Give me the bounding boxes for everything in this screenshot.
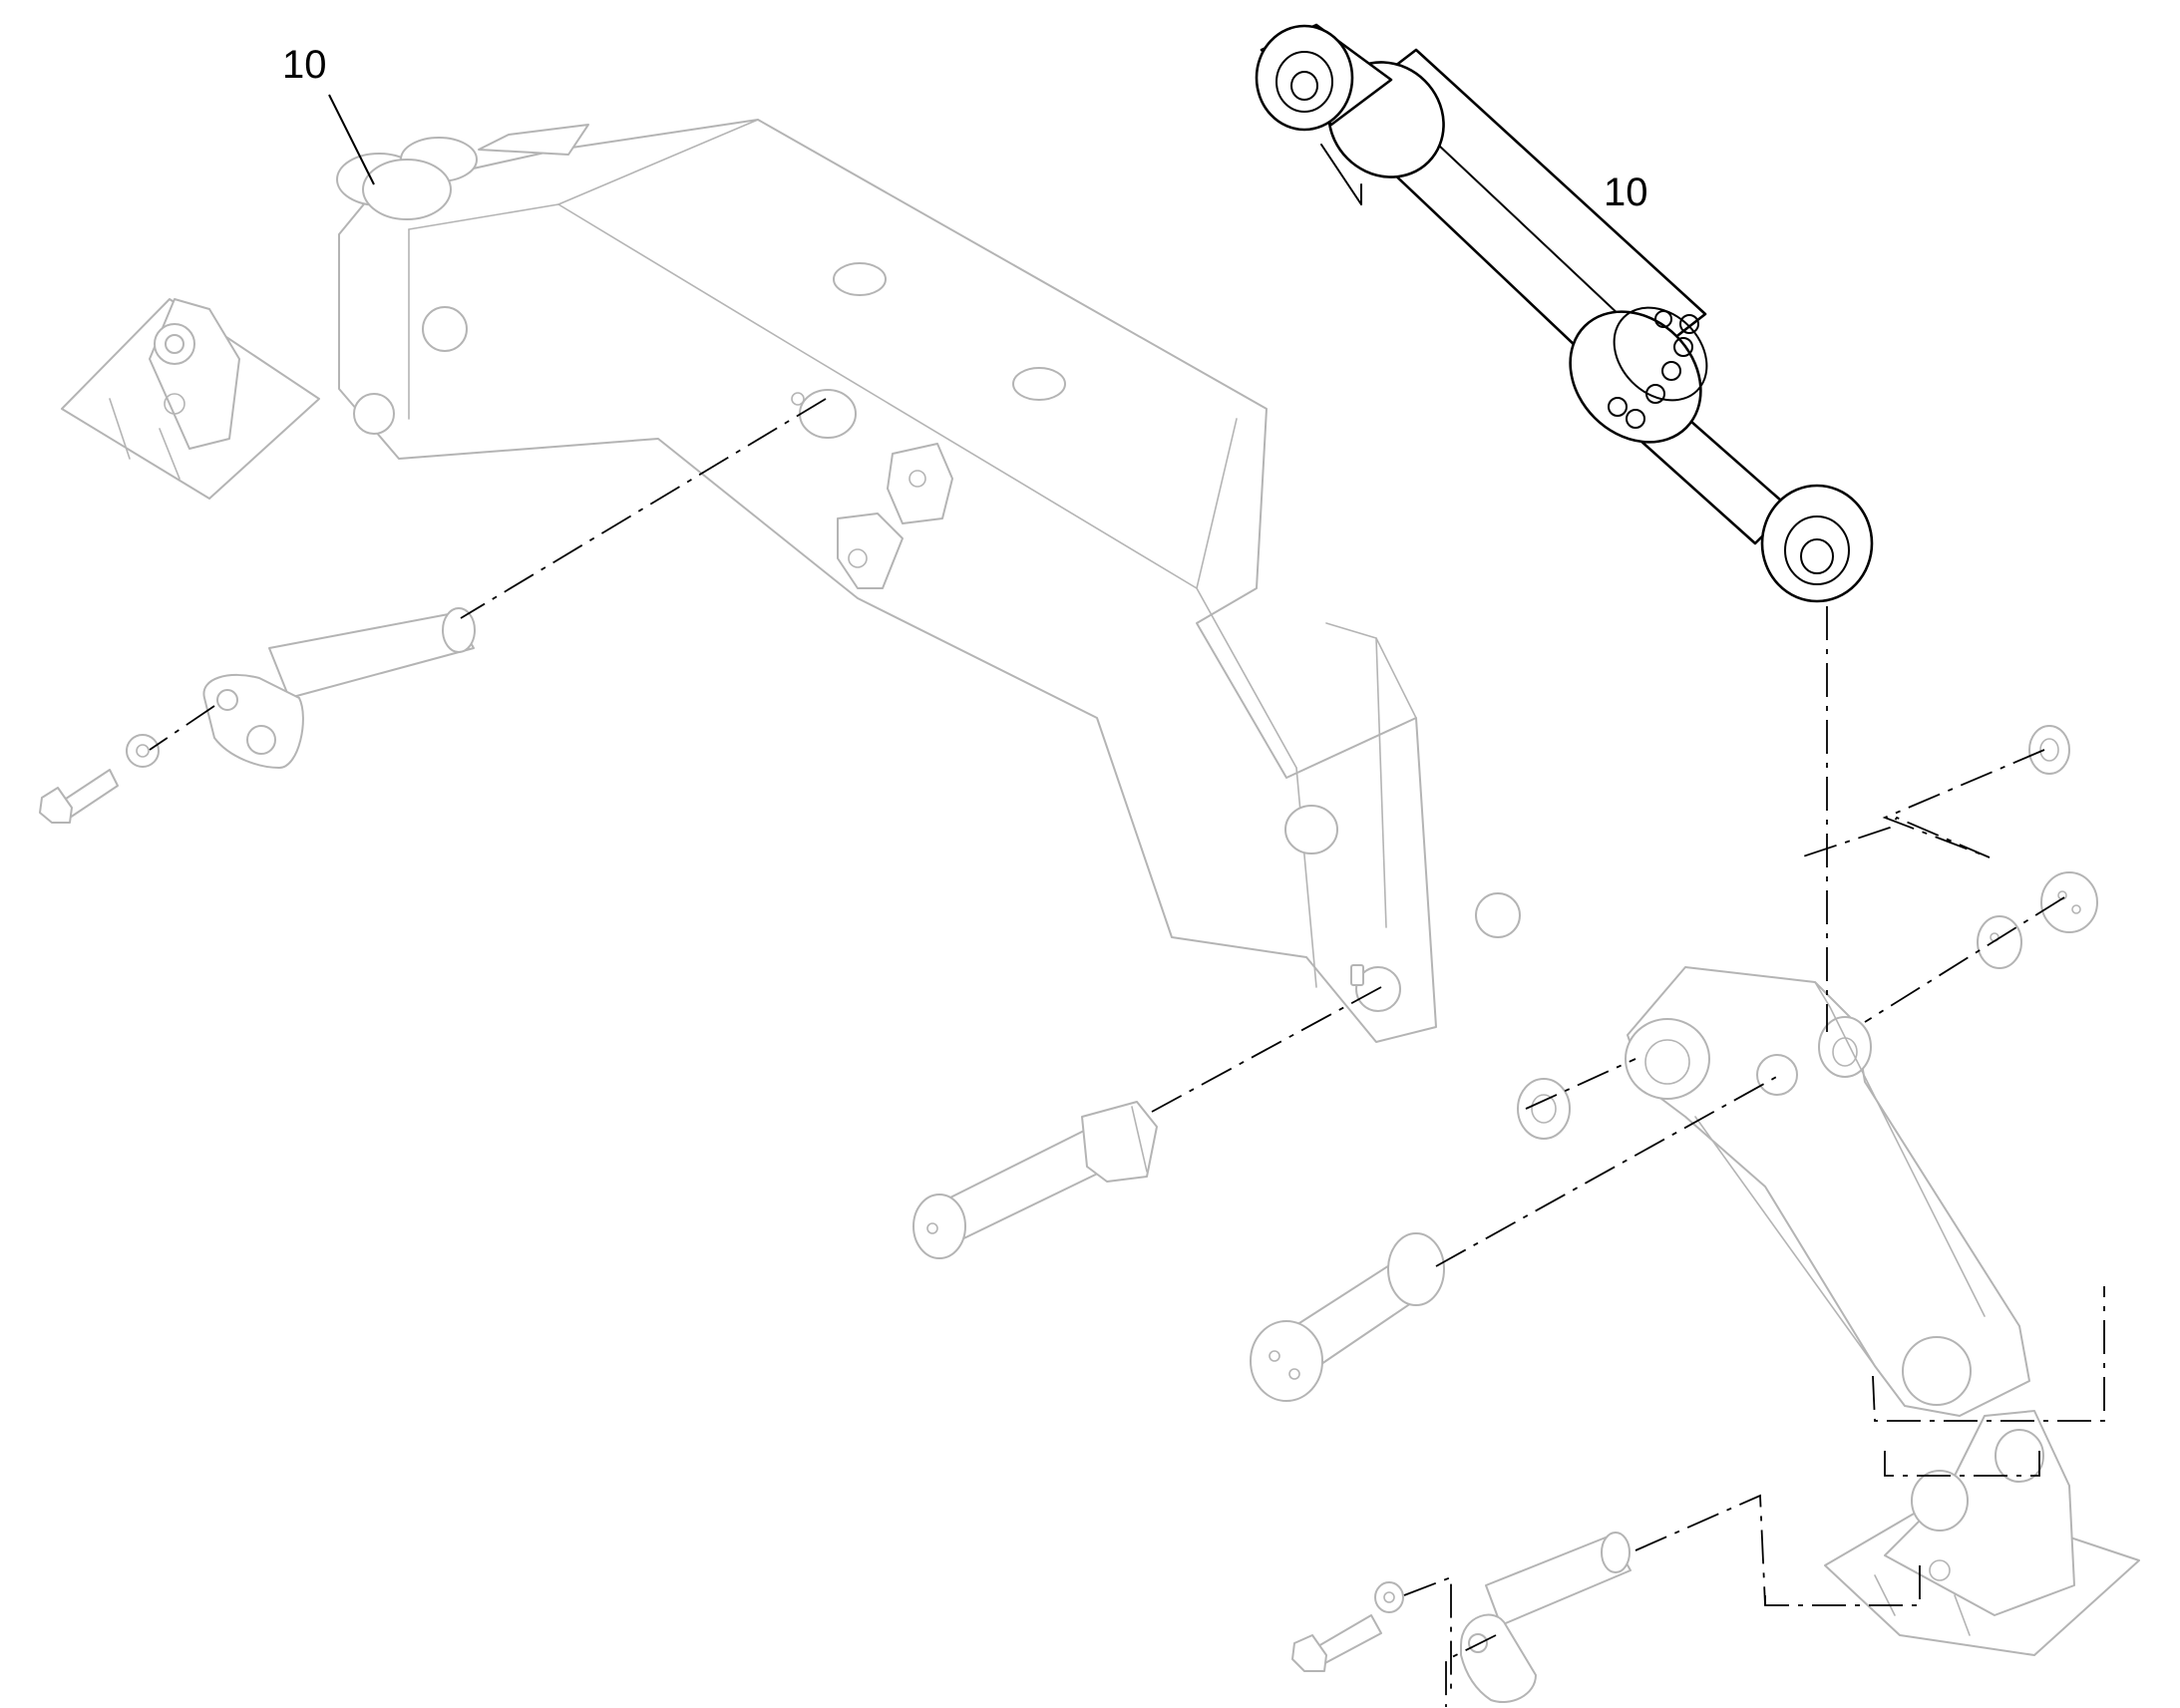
lower-pin-assembly xyxy=(1291,1532,1632,1703)
lower-mount-bracket xyxy=(1824,1410,2140,1656)
boom-arm xyxy=(61,119,1521,1043)
callout-left: 10 xyxy=(282,43,327,87)
swing-link xyxy=(1625,966,2030,1417)
callout-right: 10 xyxy=(1604,171,1648,214)
assembly-center-lines xyxy=(149,398,2105,1707)
left-pivot-pin-assembly xyxy=(39,607,476,824)
link-hardware xyxy=(912,725,2098,1402)
leader-line-left xyxy=(328,94,375,185)
hydraulic-cylinder xyxy=(1255,23,1874,603)
boom-base-bracket xyxy=(61,298,320,500)
boom-cylinder-mount xyxy=(362,159,452,220)
